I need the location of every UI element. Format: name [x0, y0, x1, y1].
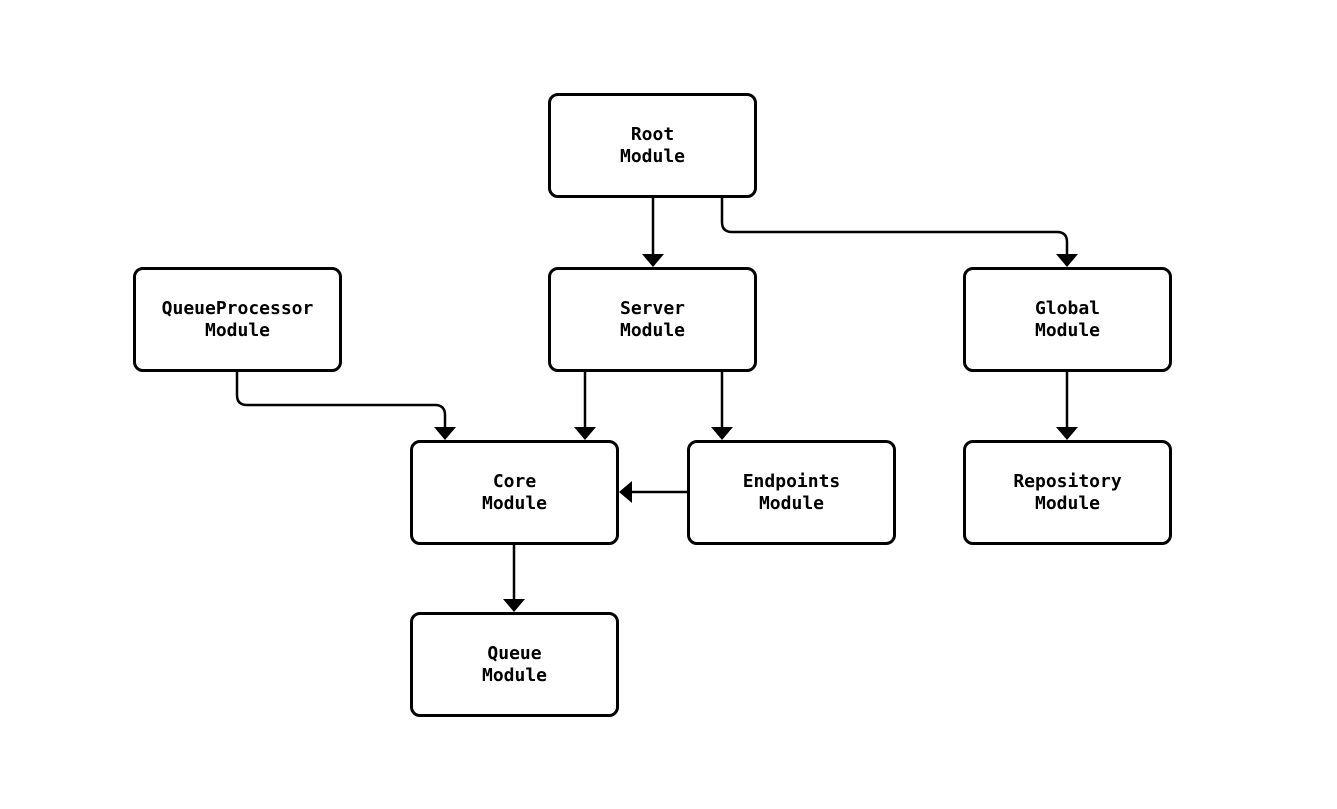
arrowhead-server-to-endpoints	[711, 427, 733, 440]
node-core-module-label: Core Module	[481, 470, 548, 514]
arrowhead-global-to-repository	[1056, 427, 1078, 440]
arrowhead-root-to-global	[1056, 254, 1078, 267]
node-global-module-label: Global Module	[1034, 297, 1101, 341]
arrowhead-server-to-core	[574, 427, 596, 440]
arrowhead-endpoints-to-core	[619, 481, 632, 503]
edge-queueprocessor-to-core	[235, 372, 447, 436]
node-root-module-label: Root Module	[619, 123, 686, 167]
node-server-module-label: Server Module	[619, 297, 686, 341]
arrowhead-queueprocessor-to-core	[434, 427, 456, 440]
node-root-module: Root Module	[548, 93, 757, 198]
node-queue-module-label: Queue Module	[481, 642, 548, 686]
arrowhead-core-to-queue	[503, 599, 525, 612]
node-repository-module: Repository Module	[963, 440, 1172, 545]
node-endpoints-module: Endpoints Module	[687, 440, 896, 545]
edge-root-to-global	[720, 198, 1069, 263]
node-global-module: Global Module	[963, 267, 1172, 372]
node-endpoints-module-label: Endpoints Module	[742, 470, 841, 514]
node-queue-module: Queue Module	[410, 612, 619, 717]
node-repository-module-label: Repository Module	[1013, 470, 1122, 514]
arrowhead-root-to-server	[642, 254, 664, 267]
node-queueprocessor-module-label: QueueProcessor Module	[161, 297, 314, 341]
node-server-module: Server Module	[548, 267, 757, 372]
node-queueprocessor-module: QueueProcessor Module	[133, 267, 342, 372]
node-core-module: Core Module	[410, 440, 619, 545]
